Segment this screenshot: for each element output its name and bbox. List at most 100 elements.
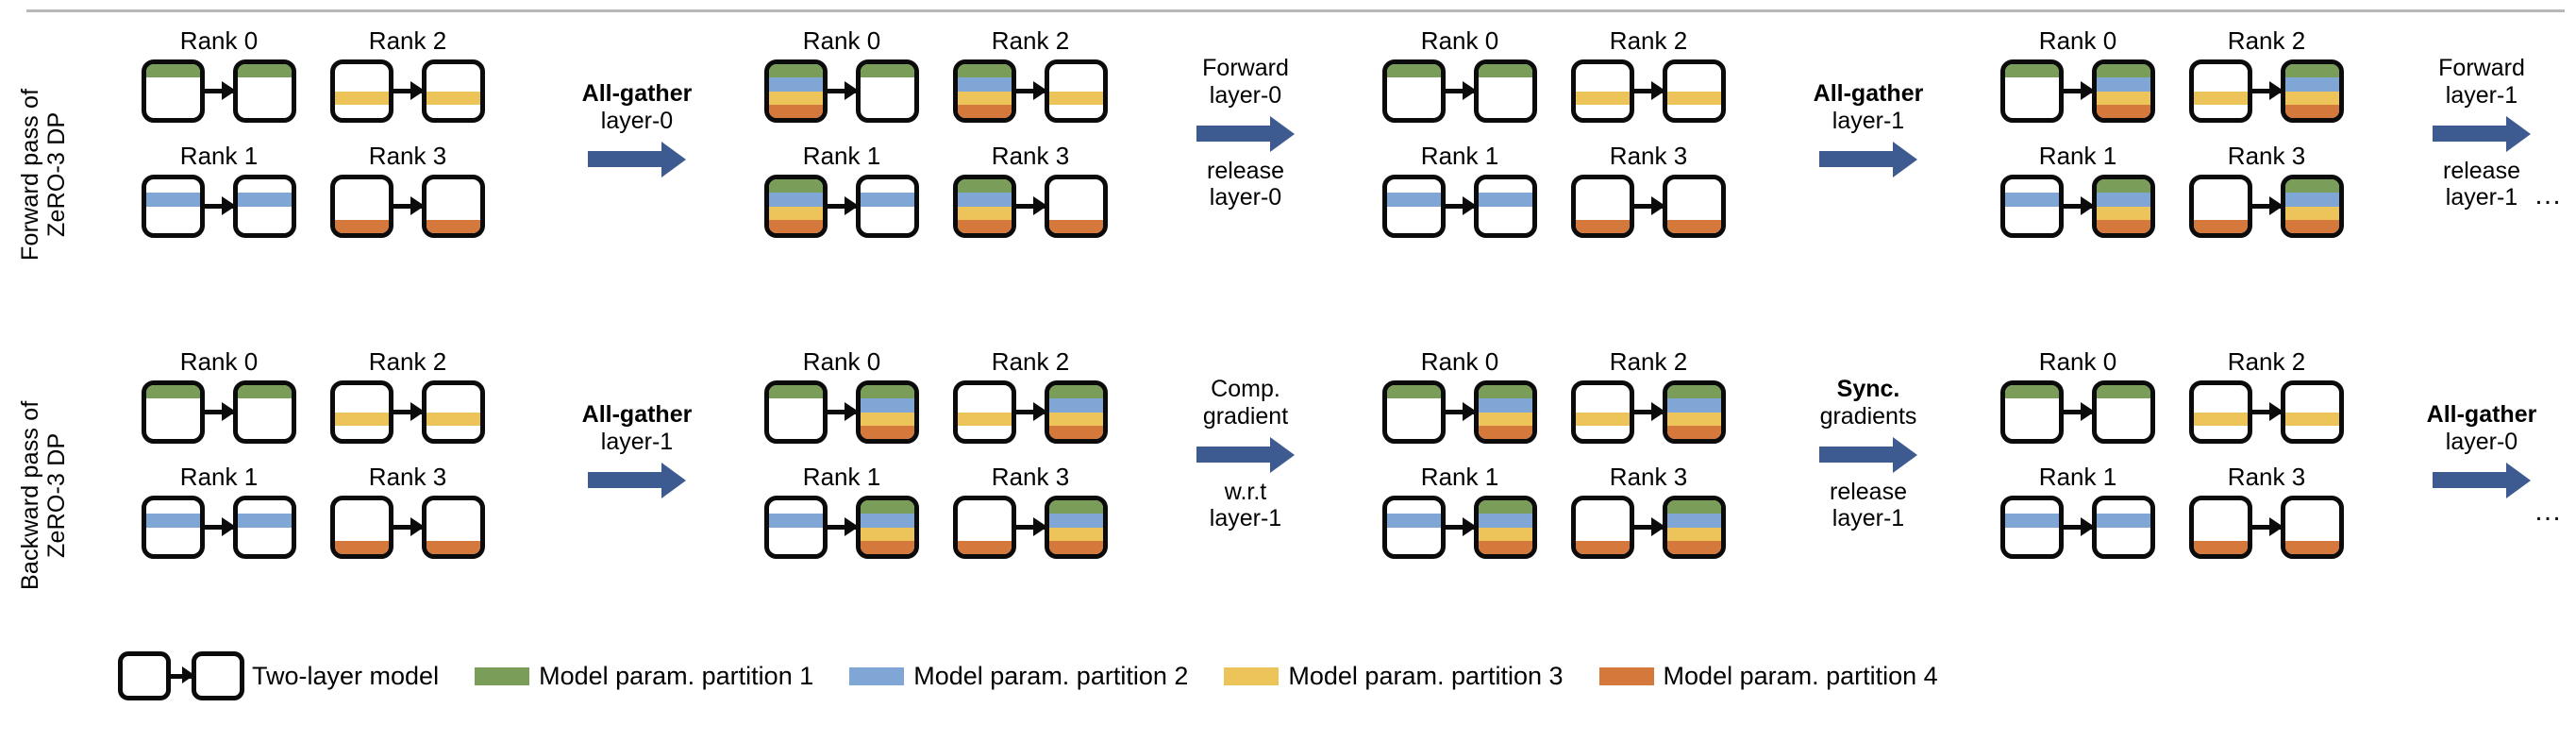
two-layer-model-pair	[330, 380, 485, 444]
param-slot-3	[861, 207, 914, 220]
rank-rank-1: Rank 1	[2000, 464, 2155, 559]
forward-arrow-icon	[1016, 81, 1047, 100]
param-slot-1	[1479, 179, 1532, 193]
two-layer-model-pair	[2000, 496, 2155, 559]
model-layer-box-layer0	[142, 380, 205, 444]
arrow-shaft	[588, 151, 661, 167]
param-slot-4	[146, 105, 200, 118]
model-layer-box-layer1	[2281, 496, 2344, 559]
param-slot-1	[1049, 64, 1103, 77]
param-slot-1	[1387, 179, 1441, 193]
two-layer-model-pair	[1571, 59, 1726, 123]
legend-item-3: Model param. partition 3	[1224, 662, 1564, 691]
param-slot-3	[769, 528, 823, 541]
model-layer-box-layer1	[1663, 175, 1726, 238]
param-slot-1	[2097, 385, 2150, 399]
param-slot-4	[2194, 105, 2248, 118]
forward-arrow-icon	[2064, 402, 2095, 421]
param-slot-1	[1667, 64, 1721, 77]
transition-label-line: layer-1	[2445, 81, 2518, 109]
param-slot-2	[335, 193, 389, 206]
rank-label: Rank 1	[2038, 463, 2117, 491]
param-slot-3	[427, 528, 480, 541]
param-slot-4	[335, 426, 389, 439]
param-slot-2	[2194, 77, 2248, 91]
param-slot-3	[861, 527, 914, 541]
continuation-ellipsis: …	[2534, 179, 2565, 211]
param-slot-2	[2005, 398, 2059, 412]
rank-label: Rank 3	[2227, 463, 2306, 491]
param-slot-4	[146, 426, 200, 439]
param-slot-2	[123, 666, 166, 677]
param-slot-2	[238, 77, 292, 91]
forward-arrow-icon	[1446, 81, 1477, 100]
param-slot-4	[2097, 541, 2150, 554]
model-layer-box-layer1	[1474, 59, 1537, 123]
param-slot-1	[1667, 385, 1721, 399]
param-slot-4	[2005, 220, 2059, 233]
forward-arrow-icon	[828, 402, 859, 421]
model-layer-box-layer1	[2092, 380, 2155, 444]
forward-arrow-icon	[205, 196, 236, 215]
param-slot-1	[427, 64, 480, 77]
model-layer-box-layer0	[2189, 175, 2252, 238]
transition-label-line: layer-0	[600, 107, 674, 134]
param-slot-4	[2285, 219, 2339, 233]
rank-rank-3: Rank 3	[1571, 464, 1726, 559]
rank-label: Rank 1	[802, 463, 881, 491]
model-layer-box-layer1	[856, 496, 919, 559]
param-slot-2	[2194, 193, 2248, 206]
param-slot-1	[123, 656, 166, 666]
arrow-shaft	[2433, 126, 2506, 142]
two-layer-model-pair	[2189, 380, 2344, 444]
rank-label: Rank 0	[2038, 347, 2117, 376]
forward-arrow-icon	[2252, 402, 2283, 421]
param-slot-3	[335, 528, 389, 541]
param-slot-4	[2097, 219, 2150, 233]
model-layer-box-layer1	[856, 59, 919, 123]
model-layer-box-layer0	[1571, 59, 1634, 123]
param-slot-4	[146, 220, 200, 233]
two-layer-model-pair	[1571, 175, 1726, 238]
param-slot-1	[1387, 385, 1441, 399]
model-layer-box-layer0	[330, 496, 393, 559]
rank-rank-1: Rank 1	[142, 464, 296, 559]
param-slot-4	[769, 426, 823, 439]
model-layer-box-layer1	[233, 380, 296, 444]
rank-rank-1: Rank 1	[1382, 143, 1537, 238]
rank-label: Rank 2	[368, 347, 447, 376]
param-slot-1	[958, 64, 1012, 78]
rank-label: Rank 3	[368, 142, 447, 170]
param-slot-1	[861, 179, 914, 193]
transition-label-line: layer-0	[1209, 81, 1282, 109]
param-slot-3	[146, 92, 200, 105]
transition-label-line: layer-1	[600, 428, 674, 455]
param-slot-3	[1576, 528, 1630, 541]
rank-label: Rank 1	[1420, 463, 1499, 491]
param-slot-2	[1387, 193, 1441, 207]
model-layer-box-layer1	[422, 496, 485, 559]
model-layer-box-layer0	[1382, 175, 1446, 238]
arrow-head	[661, 462, 686, 498]
param-slot-4	[2005, 105, 2059, 118]
forward-arrow-icon	[205, 517, 236, 536]
param-slot-3	[1667, 207, 1721, 220]
param-slot-2	[427, 514, 480, 527]
param-slot-4	[958, 426, 1012, 439]
param-slot-4	[1479, 220, 1532, 233]
param-slot-1	[335, 179, 389, 193]
param-slot-2	[861, 398, 914, 413]
param-slot-2	[1667, 77, 1721, 91]
param-slot-1	[861, 385, 914, 399]
param-slot-2	[2005, 514, 2059, 528]
forward-arrow-icon	[1446, 517, 1477, 536]
param-slot-4	[861, 105, 914, 118]
